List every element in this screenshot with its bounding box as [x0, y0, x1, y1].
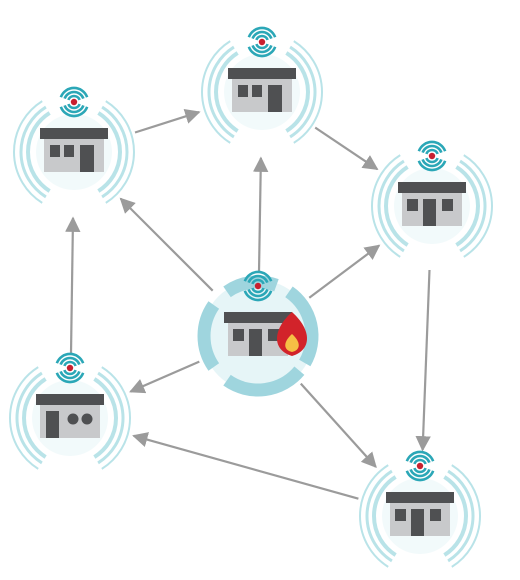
smoke-detector-icon — [247, 26, 277, 58]
smoke-detector-icon — [59, 86, 89, 118]
house-right-upper — [371, 140, 493, 258]
smoke-detector-icon — [405, 450, 435, 482]
arrow-house-right-upper-to-house-bottom-right — [415, 269, 431, 452]
fire-icon — [277, 312, 307, 356]
arrow-house-top-left-to-house-top-center — [134, 108, 201, 134]
connection-arrows — [65, 108, 431, 500]
house-top-center — [201, 26, 323, 144]
arrow-house-left-lower-to-house-top-left — [65, 216, 81, 355]
arrow-house-center-to-house-right-upper — [308, 244, 381, 299]
house-center — [197, 270, 319, 397]
arrow-house-center-to-house-left-lower — [129, 360, 200, 394]
arrow-house-top-center-to-house-right-upper — [314, 126, 379, 171]
smoke-detector-icon — [55, 352, 85, 384]
house-icon — [398, 182, 466, 226]
house-top-left — [13, 86, 135, 204]
house-icon — [40, 128, 108, 172]
house-icon — [36, 394, 104, 438]
house-left-lower — [9, 352, 131, 470]
smoke-detector-icon — [417, 140, 447, 172]
house-icon — [386, 492, 454, 536]
house-bottom-right — [359, 450, 481, 568]
arrow-house-center-to-house-bottom-right — [299, 382, 377, 469]
house-nodes — [9, 26, 493, 568]
arrow-house-center-to-house-top-center — [252, 156, 269, 273]
arrow-house-bottom-right-to-house-left-lower — [132, 432, 359, 500]
arrow-house-center-to-house-top-left — [119, 197, 214, 292]
house-icon — [228, 68, 296, 112]
smoke-detector-icon — [243, 270, 273, 302]
